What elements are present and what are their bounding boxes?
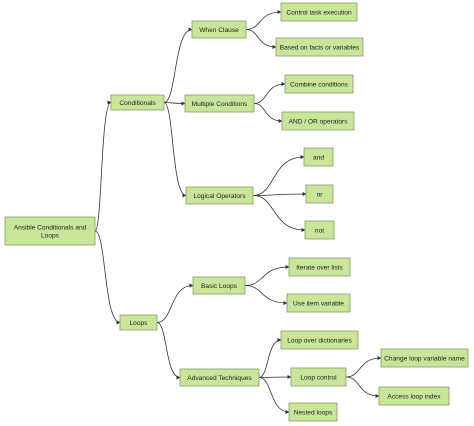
- node-box: [378, 386, 450, 406]
- node-loop-dicts: Loop over dictionaries: [280, 330, 359, 350]
- node-box: [303, 147, 334, 167]
- node-box: [281, 111, 355, 131]
- node-label: not: [315, 227, 324, 234]
- node-label: Ansible Conditionals and: [14, 224, 87, 231]
- node-box: [184, 94, 255, 113]
- node-label: Based on facts or variables: [280, 44, 360, 51]
- node-box: [191, 20, 247, 39]
- edge-multiple-to-and-or: [253, 103, 283, 123]
- edge-basic-loops-to-use-item: [244, 285, 288, 305]
- node-label: Loop over dictionaries: [287, 337, 352, 344]
- node-use-item: Use item variable: [286, 293, 351, 313]
- node-based-on-facts: Based on facts or variables: [275, 37, 364, 57]
- node-label: Logical Operators: [193, 193, 246, 200]
- node-loops: Loops: [119, 314, 158, 331]
- edge-root-to-loops: [94, 230, 121, 325]
- edge-advanced-to-nested: [258, 377, 290, 414]
- node-combine: Combine conditions: [284, 74, 354, 94]
- node-multiple: Multiple Conditions: [184, 94, 255, 113]
- node-label: Multiple Conditions: [192, 101, 248, 108]
- edge-root-to-conditionals: [94, 100, 112, 232]
- edge-when-to-control-task: [245, 10, 282, 30]
- node-box: [288, 402, 338, 422]
- node-control-task: Control task execution: [280, 2, 358, 22]
- node-advanced: Advanced Techniques: [179, 368, 260, 387]
- node-box: [4, 216, 96, 246]
- node-when: When Clause: [191, 20, 247, 39]
- node-box: [185, 186, 254, 205]
- node-box: [380, 348, 469, 368]
- edge-logical-to-and: [252, 155, 305, 196]
- node-box: [280, 330, 359, 350]
- node-label: Nested loops: [294, 409, 333, 416]
- node-conditionals: Conditionals: [110, 94, 165, 111]
- node-box: [275, 37, 364, 57]
- edge-multiple-to-combine: [253, 82, 286, 104]
- edge-advanced-to-loop-dicts: [258, 338, 282, 378]
- node-label: Control task execution: [286, 9, 352, 16]
- node-label: AND / OR operators: [289, 118, 349, 125]
- node-label: Loops: [130, 320, 149, 327]
- edge-loop-control-to-change-var: [345, 356, 382, 378]
- node-label: Loops: [41, 232, 60, 239]
- edge-advanced-to-loop-control: [258, 375, 292, 380]
- node-label: Advanced Techniques: [187, 375, 252, 382]
- node-label: and: [313, 154, 324, 161]
- edge-loops-to-advanced: [156, 322, 181, 380]
- node-box: [304, 220, 335, 240]
- node-iterate: Iterate over lists: [288, 257, 351, 277]
- edge-conditionals-to-logical: [163, 102, 187, 198]
- node-box: [179, 368, 260, 387]
- edge-conditionals-to-when: [163, 27, 193, 103]
- node-label: Use item variable: [293, 300, 344, 307]
- node-or: or: [305, 184, 334, 204]
- node-box: [305, 184, 334, 204]
- node-label: When Clause: [199, 27, 239, 34]
- node-label: Combine conditions: [290, 81, 349, 88]
- node-box: [290, 367, 347, 387]
- node-access-index: Access loop index: [378, 386, 450, 406]
- node-logical: Logical Operators: [185, 186, 254, 205]
- node-box: [286, 293, 351, 313]
- edge-loops-to-basic-loops: [156, 283, 194, 323]
- node-label: Loop control: [300, 374, 337, 381]
- edge-loop-control-to-access-index: [345, 376, 380, 398]
- edge-conditionals-to-multiple: [163, 101, 186, 106]
- node-label: or: [317, 191, 324, 198]
- node-label: Change loop variable name: [384, 355, 465, 362]
- node-label: Iterate over lists: [296, 264, 343, 271]
- node-basic-loops: Basic Loops: [192, 276, 246, 295]
- edges: [94, 10, 382, 414]
- node-nested: Nested loops: [288, 402, 338, 422]
- node-box: [284, 74, 354, 94]
- edge-basic-loops-to-iterate: [244, 265, 290, 286]
- node-box: [288, 257, 351, 277]
- node-loop-control: Loop control: [290, 367, 347, 387]
- node-box: [192, 276, 246, 295]
- node-box: [110, 94, 165, 111]
- node-not: not: [304, 220, 335, 240]
- nodes: Ansible Conditionals andLoopsConditional…: [4, 2, 469, 422]
- edge-when-to-based-on-facts: [245, 29, 277, 49]
- node-label: Conditionals: [119, 100, 156, 107]
- edge-logical-to-or: [252, 192, 307, 197]
- edge-logical-to-not: [252, 195, 306, 232]
- node-and-or: AND / OR operators: [281, 111, 355, 131]
- node-box: [119, 314, 158, 331]
- node-label: Basic Loops: [201, 283, 238, 290]
- node-and: and: [303, 147, 334, 167]
- node-box: [280, 2, 358, 22]
- node-label: Access loop index: [387, 393, 441, 400]
- node-change-var: Change loop variable name: [380, 348, 469, 368]
